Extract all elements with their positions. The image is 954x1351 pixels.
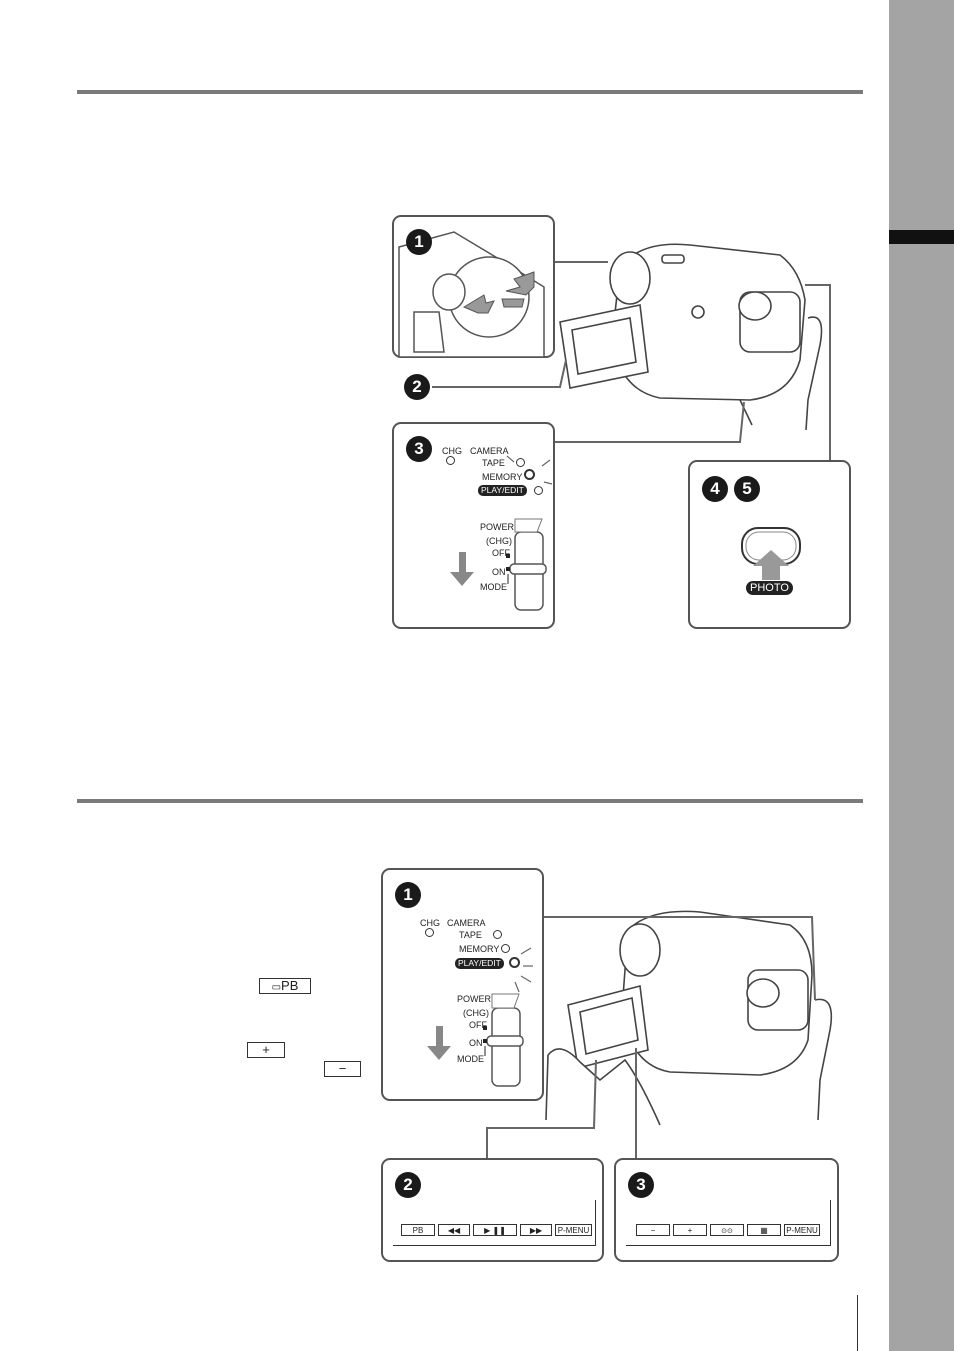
p-menu-button-2[interactable]: P-MENU (784, 1224, 820, 1236)
panel-navigation-bar: 3 − + ⊙⊙ ▦ P-MENU (614, 1158, 839, 1262)
switch-chg-label-2: (CHG) (463, 1008, 489, 1018)
play-pause-button[interactable]: ▶ ❚❚ (473, 1224, 517, 1236)
switch-on-label-2: ON (469, 1038, 483, 1048)
minus-ref: − (324, 1061, 361, 1077)
pb-indicator-ref: ▭PB (259, 978, 311, 994)
plus-ref: + (247, 1042, 285, 1058)
tape-icon: ⊙⊙ (721, 1228, 733, 1235)
index-grid-icon: ▦ (760, 1226, 768, 1235)
switch-off-label-2: OFF (469, 1020, 487, 1030)
previous-button[interactable]: − (636, 1224, 670, 1236)
step-badge-2-playback: 2 (395, 1172, 421, 1198)
navigation-button-bar: − + ⊙⊙ ▦ P-MENU (636, 1224, 820, 1236)
power-switch-graphic-2 (383, 870, 546, 1103)
pb-ref-label: PB (281, 978, 298, 993)
switch-mode-label-2: MODE (457, 1054, 484, 1064)
fast-forward-button[interactable]: ▶▶ (520, 1224, 552, 1236)
tape-mode-button[interactable]: ⊙⊙ (710, 1224, 744, 1236)
panel-power-switch-playback: 1 CHG CAMERA TAPE MEMORY PLAY/EDIT POWER… (381, 868, 544, 1101)
switch-power-label-2: POWER (457, 994, 491, 1004)
lcd-screen-frame-2 (626, 1200, 831, 1246)
step-badge-3-playback: 3 (628, 1172, 654, 1198)
panel-playback-bar: 2 PB ◀◀ ▶ ❚❚ ▶▶ P-MENU (381, 1158, 604, 1262)
p-menu-button[interactable]: P-MENU (555, 1224, 592, 1236)
rewind-button[interactable]: ◀◀ (438, 1224, 470, 1236)
film-icon: ▭ (272, 982, 281, 993)
playback-button-bar: PB ◀◀ ▶ ❚❚ ▶▶ P-MENU (401, 1224, 592, 1236)
lcd-screen-frame (393, 1200, 596, 1246)
pb-button[interactable]: PB (401, 1224, 435, 1236)
next-button[interactable]: + (673, 1224, 707, 1236)
index-button[interactable]: ▦ (747, 1224, 781, 1236)
